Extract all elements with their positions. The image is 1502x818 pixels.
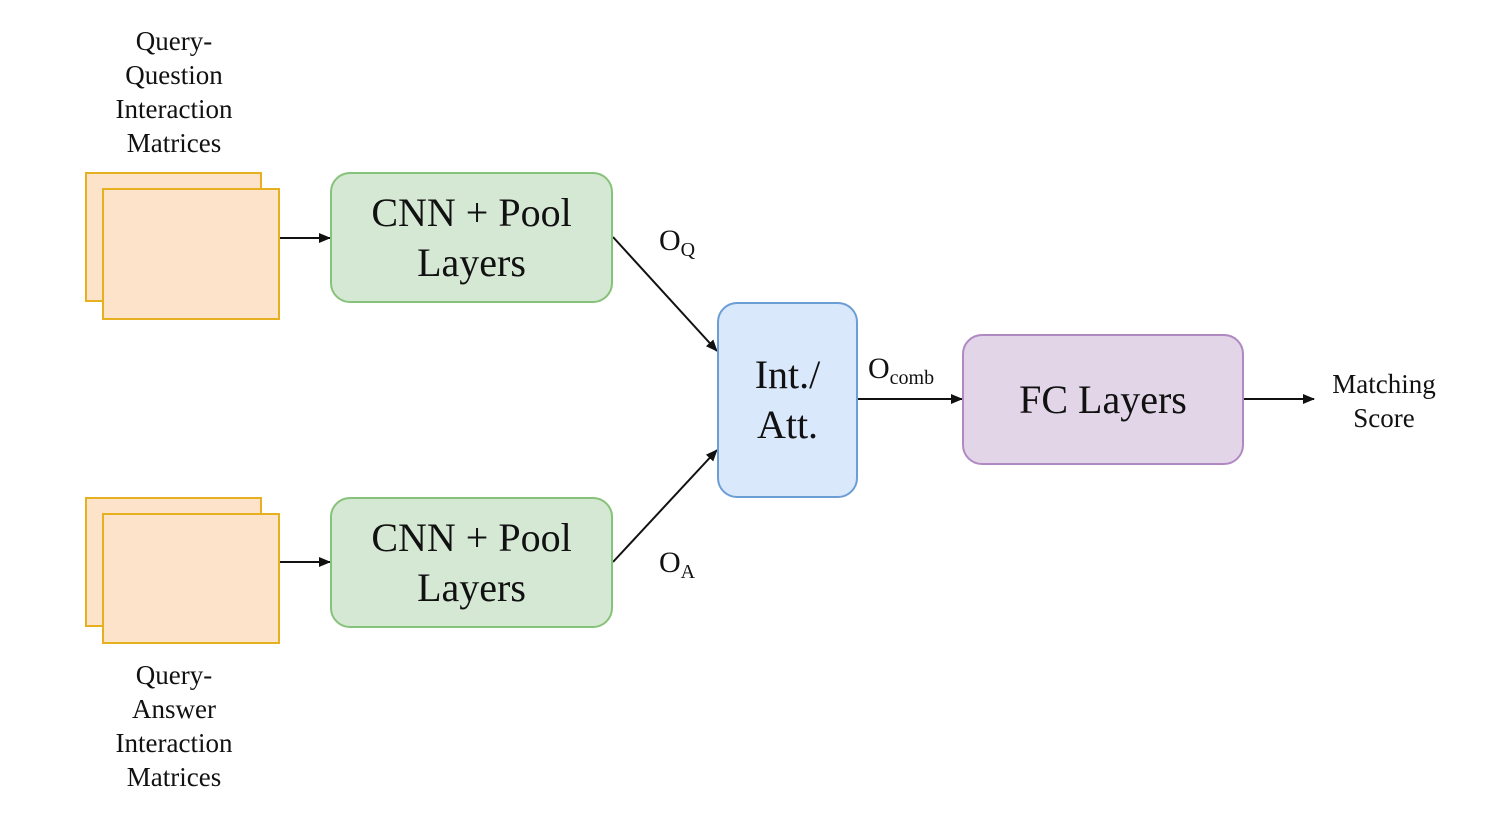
- edge-o-comb-base: O: [868, 352, 890, 385]
- arrow-top-cnn-to-attention: [612, 236, 718, 352]
- bottom-input-label-line: Answer: [132, 694, 216, 724]
- interaction-attention-box: Int./ Att.: [717, 302, 858, 498]
- fc-layers-label: FC Layers: [1019, 376, 1187, 422]
- fc-layers-box: FC Layers: [962, 334, 1244, 465]
- output-label-line: Matching: [1332, 369, 1436, 399]
- bottom-input-label: Query- Answer Interaction Matrices: [74, 658, 274, 794]
- output-label: Matching Score: [1314, 367, 1454, 435]
- top-input-label-line: Interaction: [115, 94, 233, 124]
- cnn-pool-box-bottom: CNN + Pool Layers: [330, 497, 613, 628]
- edge-o-comb-sub: comb: [889, 367, 935, 389]
- cnn-bottom-line: CNN + Pool: [371, 514, 572, 560]
- edge-label-o-comb: Ocomb: [868, 354, 934, 393]
- edge-label-o-q: OQ: [659, 226, 695, 265]
- edge-o-q-sub: Q: [680, 239, 696, 261]
- top-input-label-line: Query-: [135, 26, 213, 56]
- bottom-input-label-line: Matrices: [126, 762, 222, 792]
- top-input-label-line: Matrices: [126, 128, 222, 158]
- attention-line: Int./: [754, 352, 821, 397]
- top-input-label-line: Question: [125, 60, 223, 90]
- bottom-input-label-line: Interaction: [115, 728, 233, 758]
- edge-o-a-base: O: [659, 546, 681, 579]
- bottom-input-label-line: Query-: [135, 660, 213, 690]
- cnn-top-line: CNN + Pool: [371, 189, 572, 235]
- matrix-front: [102, 188, 280, 320]
- edge-label-o-a: OA: [659, 548, 695, 587]
- edge-o-q-base: O: [659, 224, 681, 257]
- output-label-line: Score: [1353, 403, 1415, 433]
- cnn-bottom-line: Layers: [417, 564, 526, 610]
- top-input-label: Query- Question Interaction Matrices: [74, 24, 274, 160]
- attention-line: Att.: [756, 402, 819, 447]
- cnn-top-line: Layers: [417, 239, 526, 285]
- edge-o-a-sub: A: [680, 561, 696, 583]
- cnn-pool-box-top: CNN + Pool Layers: [330, 172, 613, 303]
- arrow-bottom-cnn-to-attention: [612, 449, 718, 563]
- matrix-front: [102, 513, 280, 644]
